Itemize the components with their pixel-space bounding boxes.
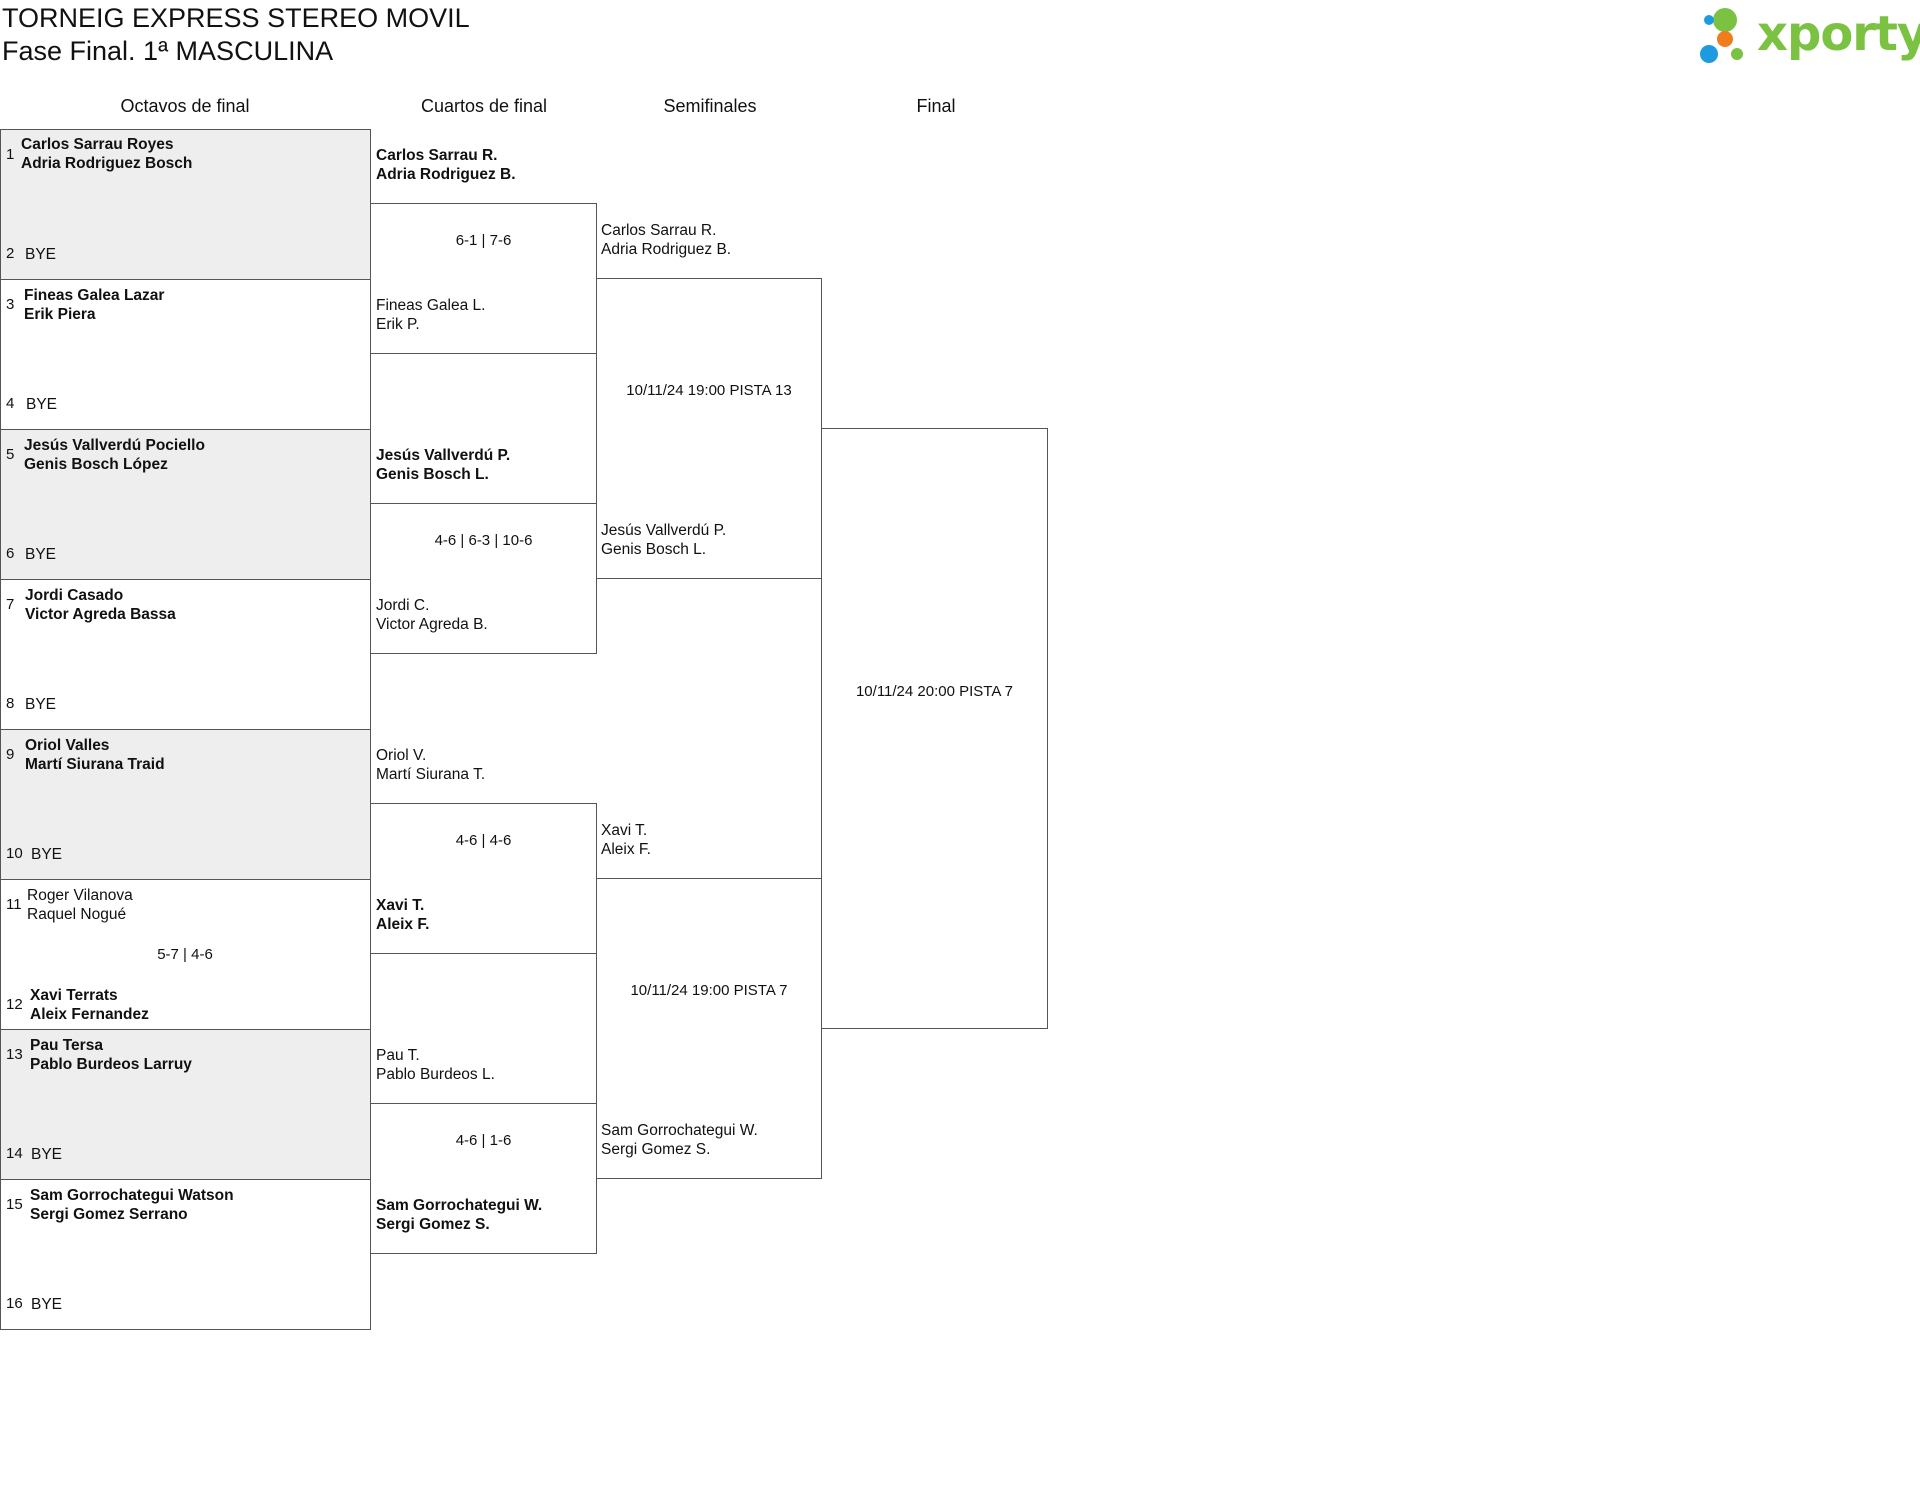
bye-label: BYE [25, 246, 57, 263]
xporty-logo: xporty [1695, 4, 1920, 68]
team-player: Martí Siurana T. [376, 766, 486, 783]
team-player: Jordi C. [376, 597, 430, 614]
team-player: Pau Tersa [30, 1037, 103, 1054]
seed-number: 9 [6, 746, 15, 763]
team-player: Fineas Galea Lazar [24, 287, 165, 304]
match-score: 6-1 | 7-6 [455, 232, 512, 249]
seed-number: 12 [6, 996, 23, 1013]
match-score: 5-7 | 4-6 [157, 946, 213, 963]
team-player: Sergi Gomez Serrano [30, 1206, 188, 1223]
team-player: Sergi Gomez S. [376, 1216, 490, 1233]
team-player: Adria Rodriguez B. [376, 166, 516, 183]
round-header-semis: Semifinales [663, 96, 757, 116]
team-player: Genis Bosch L. [601, 541, 707, 558]
team-player: Sam Gorrochategui W. [601, 1122, 758, 1139]
round-header-final: Final [916, 96, 956, 116]
team-player: Xavi T. [601, 822, 648, 839]
team-player: Victor Agreda B. [376, 616, 488, 633]
bye-label: BYE [25, 696, 57, 713]
octavos-match-5 [0, 729, 371, 880]
seed-number: 8 [6, 695, 15, 712]
final-match [821, 428, 1048, 1029]
match-score: 4-6 | 6-3 | 10-6 [434, 532, 533, 549]
octavos-match-8 [0, 1179, 371, 1330]
seed-number: 14 [6, 1145, 23, 1162]
match-schedule: 10/11/24 19:00 PISTA 13 [626, 382, 792, 399]
team-player: Carlos Sarrau Royes [21, 136, 174, 153]
seed-number: 2 [6, 245, 15, 262]
match-schedule: 10/11/24 20:00 PISTA 7 [855, 683, 1014, 700]
bye-label: BYE [25, 546, 57, 563]
team-player: Jesús Vallverdú Pociello [24, 437, 205, 454]
team-player: Aleix Fernandez [30, 1006, 149, 1023]
round-header-octavos: Octavos de final [120, 96, 250, 116]
team-player: Adria Rodriguez Bosch [21, 155, 193, 172]
seed-number: 16 [6, 1295, 23, 1312]
match-schedule: 10/11/24 19:00 PISTA 7 [630, 982, 788, 999]
bye-label: BYE [31, 1296, 63, 1313]
team-player: Pablo Burdeos Larruy [30, 1056, 192, 1073]
seed-number: 10 [6, 845, 23, 862]
team-player: Sam Gorrochategui W. [376, 1197, 543, 1214]
team-player: Sam Gorrochategui Watson [30, 1187, 234, 1204]
logo-text: xporty [1757, 6, 1920, 62]
team-player: Erik Piera [24, 306, 96, 323]
bye-label: BYE [26, 396, 58, 413]
team-player: Victor Agreda Bassa [25, 606, 176, 623]
team-player: Xavi T. [376, 897, 425, 914]
seed-number: 6 [6, 545, 15, 562]
team-player: Martí Siurana Traid [25, 756, 165, 773]
team-player: Oriol Valles [25, 737, 110, 754]
seed-number: 7 [6, 596, 15, 613]
team-player: Xavi Terrats [30, 987, 118, 1004]
match-score: 4-6 | 4-6 [455, 832, 512, 849]
team-player: Pau T. [376, 1047, 420, 1064]
team-player: Jesús Vallverdú P. [376, 447, 511, 464]
seed-number: 15 [6, 1196, 23, 1213]
team-player: Oriol V. [376, 747, 427, 764]
team-player: Genis Bosch López [24, 456, 168, 473]
match-score: 4-6 | 1-6 [455, 1132, 512, 1149]
round-header-cuartos: Cuartos de final [420, 96, 548, 116]
team-player: Raquel Nogué [27, 906, 127, 923]
team-player: Jordi Casado [25, 587, 124, 604]
octavos-match-1 [0, 129, 371, 280]
team-player: Jesús Vallverdú P. [601, 522, 727, 539]
seed-number: 3 [6, 296, 15, 313]
seed-number: 1 [6, 146, 15, 163]
team-player: Aleix F. [601, 841, 651, 858]
logo-dots-icon [1700, 8, 1743, 63]
team-player: Carlos Sarrau R. [601, 222, 717, 239]
team-player: Genis Bosch L. [376, 466, 489, 483]
page-title: TORNEIG EXPRESS STEREO MOVIL [2, 3, 470, 33]
team-player: Pablo Burdeos L. [376, 1066, 495, 1083]
page-subtitle: Fase Final. 1ª MASCULINA [2, 36, 334, 66]
team-player: Aleix F. [376, 916, 430, 933]
seed-number: 11 [6, 896, 22, 913]
team-player: Adria Rodriguez B. [601, 241, 732, 258]
team-player: Sergi Gomez S. [601, 1141, 711, 1158]
team-player: Carlos Sarrau R. [376, 147, 498, 164]
octavos-match-3 [0, 429, 371, 580]
bye-label: BYE [31, 846, 63, 863]
seed-number: 13 [6, 1046, 23, 1063]
team-player: Erik P. [376, 316, 420, 333]
seed-number: 5 [6, 446, 15, 463]
team-player: Roger Vilanova [27, 887, 133, 904]
seed-number: 4 [6, 395, 15, 412]
team-player: Fineas Galea L. [376, 297, 486, 314]
bye-label: BYE [31, 1146, 63, 1163]
